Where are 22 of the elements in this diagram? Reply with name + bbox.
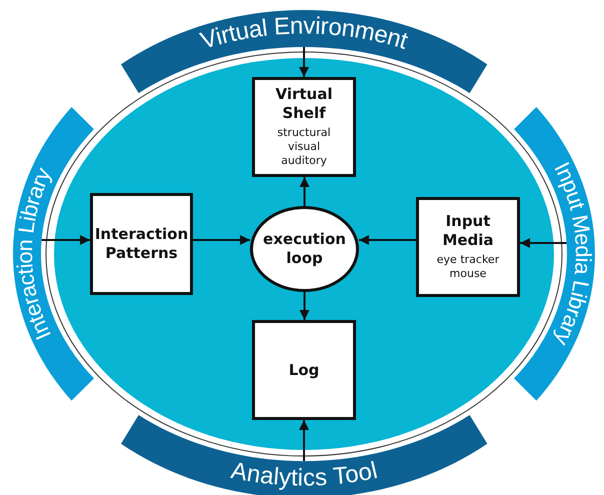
process-box	[416, 197, 520, 297]
arrow	[299, 47, 309, 77]
arrow	[42, 235, 90, 245]
arrow	[300, 177, 310, 206]
box-text: structural visual auditory	[276, 126, 332, 169]
arrow	[359, 235, 416, 245]
box-title: Input Media	[441, 212, 495, 250]
band-label: Analytics Tool	[228, 456, 380, 492]
arrow	[520, 238, 567, 248]
process-box	[90, 193, 193, 295]
arc-band	[120, 414, 488, 495]
arrow	[299, 420, 309, 461]
box-title: Log	[288, 360, 320, 380]
box-title: Interaction Patterns	[94, 225, 189, 263]
box-title: Virtual Shelf	[274, 85, 334, 123]
box-title: execution loop	[262, 230, 347, 268]
arrow	[193, 235, 250, 245]
arrow	[300, 292, 310, 320]
band-label: Virtual Environment	[197, 12, 411, 55]
box-text: eye tracker mouse	[436, 252, 500, 282]
process-box	[252, 320, 356, 420]
process-box	[252, 77, 356, 177]
